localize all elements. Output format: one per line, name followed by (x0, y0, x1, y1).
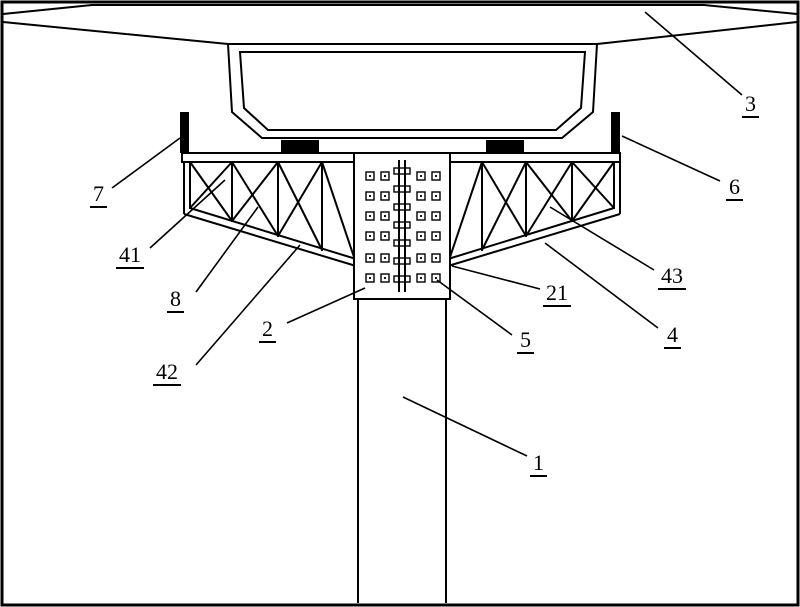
stopper-plate-left (180, 112, 189, 153)
label-41: 41 (116, 243, 144, 270)
pier-column (357, 299, 447, 603)
bearing-pads (281, 140, 524, 153)
label-5: 5 (517, 328, 534, 355)
leader-43 (549, 206, 655, 271)
leader-6 (621, 135, 721, 182)
label-1: 1 (530, 451, 547, 478)
leader-3 (644, 11, 743, 96)
stopper-plate-right (611, 112, 620, 153)
label-42: 42 (153, 360, 181, 387)
truss-left (183, 161, 357, 267)
leader-8 (195, 206, 259, 293)
leader-5 (436, 279, 513, 336)
leader-2 (286, 287, 366, 324)
label-8: 8 (167, 287, 184, 314)
splice-bolt-ticks (393, 167, 411, 283)
leader-7 (111, 137, 181, 189)
leader-1 (402, 396, 528, 457)
label-2: 2 (259, 317, 276, 344)
bridge-deck (2, 4, 798, 45)
truss-right (447, 161, 621, 267)
label-6: 6 (726, 175, 743, 202)
label-4: 4 (664, 323, 681, 350)
label-7: 7 (90, 182, 107, 209)
leader-41 (149, 179, 226, 249)
leader-lines (111, 11, 743, 457)
label-43: 43 (658, 264, 686, 291)
box-girder (226, 43, 599, 139)
leader-42 (195, 244, 301, 366)
leader-4 (544, 242, 659, 329)
leader-21 (451, 265, 541, 290)
label-3: 3 (742, 92, 759, 119)
splice-plate (353, 152, 451, 300)
label-21: 21 (543, 281, 571, 308)
